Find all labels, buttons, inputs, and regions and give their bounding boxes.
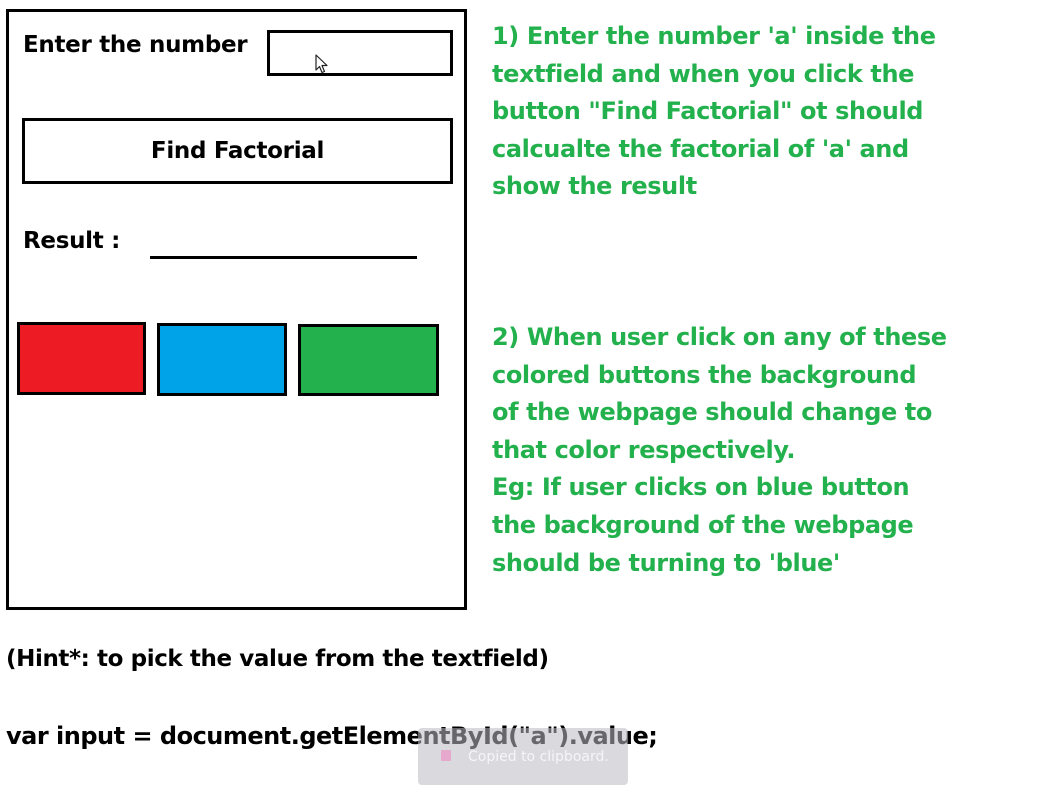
blue-color-button[interactable] — [157, 323, 287, 396]
toast-text: Copied to clipboard. — [468, 748, 609, 765]
copied-toast: Copied to clipboard. — [418, 728, 628, 785]
hint-text: (Hint*: to pick the value from the textf… — [6, 646, 549, 672]
result-label: Result : — [23, 228, 121, 254]
find-factorial-button[interactable]: Find Factorial — [22, 118, 453, 184]
enter-number-label: Enter the number — [23, 32, 248, 58]
instruction-step-2: 2) When user click on any of these color… — [492, 323, 947, 577]
result-output-line — [150, 256, 417, 259]
red-color-button[interactable] — [17, 322, 146, 395]
green-color-button[interactable] — [298, 324, 439, 396]
instruction-step-1: 1) Enter the number 'a' inside the textf… — [492, 22, 936, 201]
clipboard-icon — [441, 750, 451, 761]
number-input[interactable] — [267, 30, 453, 76]
mockup-frame — [6, 9, 467, 610]
